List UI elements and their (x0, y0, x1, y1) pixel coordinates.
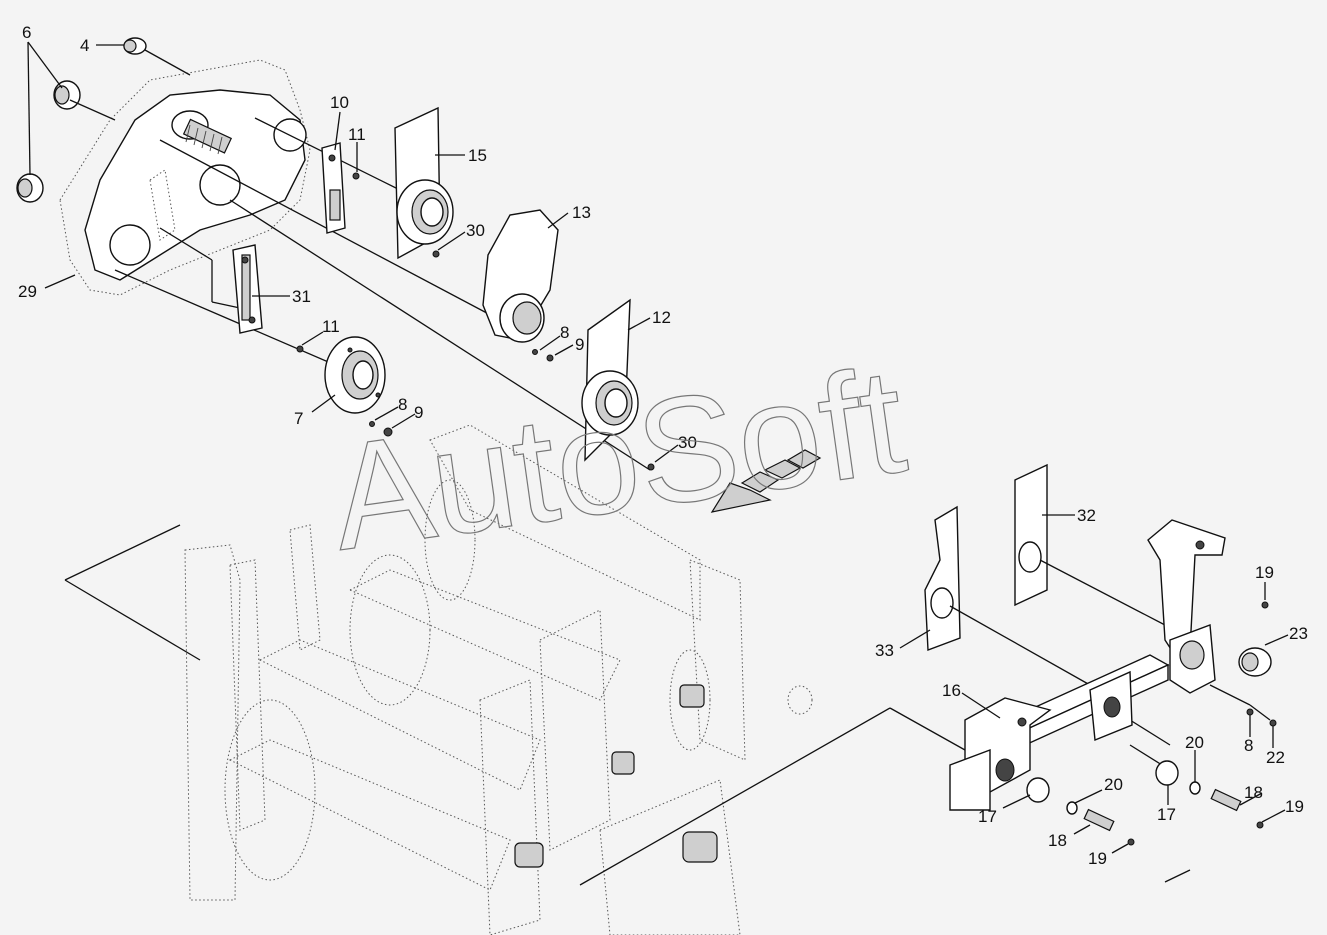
washer-8-c (1246, 708, 1254, 716)
callout-22: 22 (1266, 748, 1285, 767)
bolt-18-left (1083, 808, 1115, 832)
callout-leaders (27, 41, 1289, 854)
washer-8-b (369, 421, 375, 427)
rotor-shaft-ends (514, 684, 718, 868)
bushing-23 (1238, 647, 1272, 677)
callout-12: 12 (652, 308, 671, 327)
callout-labels: 6 4 10 11 15 30 13 29 31 11 8 9 12 7 8 9… (18, 23, 1308, 868)
callout-8-a: 8 (560, 323, 569, 342)
callout-19-left: 19 (1088, 849, 1107, 868)
callout-32: 32 (1077, 506, 1096, 525)
bolt-19-a (1261, 601, 1269, 609)
callout-33: 33 (875, 641, 894, 660)
callout-18-left: 18 (1048, 831, 1067, 850)
cover-13 (482, 209, 559, 343)
nut-6-upper (53, 80, 81, 110)
gearbox-housing (59, 59, 311, 296)
callout-30-upper: 30 (466, 221, 485, 240)
plate-10 (321, 142, 346, 234)
bolt-18-right (1210, 788, 1242, 812)
callout-20-right: 20 (1185, 733, 1204, 752)
gasket-12 (581, 298, 639, 462)
callout-17-left: 17 (978, 807, 997, 826)
gasket-15 (394, 106, 454, 260)
callout-4: 4 (80, 36, 89, 55)
callout-8-b: 8 (398, 395, 407, 414)
nut-19-right (1256, 821, 1264, 829)
washer-17-left (1026, 777, 1050, 803)
bolt-30-lower (647, 463, 655, 471)
callout-17-right: 17 (1157, 805, 1176, 824)
callout-9-b: 9 (414, 403, 423, 422)
nut-6-lower (16, 173, 44, 203)
washer-17-right (1155, 760, 1179, 786)
bolt-11-lower (296, 345, 304, 353)
nut-19-left (1127, 838, 1135, 846)
callout-19-right: 19 (1285, 797, 1304, 816)
callout-29: 29 (18, 282, 37, 301)
rotor-assembly (184, 424, 813, 935)
bolt-9-a (546, 354, 554, 362)
callout-10: 10 (330, 93, 349, 112)
callout-7: 7 (294, 409, 303, 428)
callout-19-a: 19 (1255, 563, 1274, 582)
callout-13: 13 (572, 203, 591, 222)
support-bracket (1147, 519, 1226, 694)
callout-16: 16 (942, 681, 961, 700)
callout-23: 23 (1289, 624, 1308, 643)
callout-9-a: 9 (575, 335, 584, 354)
callout-11-lower: 11 (322, 317, 340, 336)
nut-22 (1269, 719, 1277, 727)
washer-8-a (532, 349, 538, 355)
callout-20-left: 20 (1104, 775, 1123, 794)
callout-18-right: 18 (1244, 783, 1263, 802)
gasket-33 (924, 505, 961, 651)
lock-washer-20-left (1066, 801, 1078, 815)
bolt-30-upper (432, 250, 440, 258)
gasket-32 (1014, 463, 1048, 607)
direction-arrow (710, 449, 822, 513)
callout-15: 15 (468, 146, 487, 165)
bolt-11-upper (352, 172, 360, 180)
callout-6: 6 (22, 23, 31, 42)
bushing-4 (123, 37, 147, 55)
callout-31: 31 (292, 287, 311, 306)
flange-7 (324, 336, 386, 414)
threaded-stud (182, 118, 233, 155)
plate-31 (232, 244, 263, 334)
callout-11-upper: 11 (348, 125, 366, 144)
lock-washer-20-right (1189, 781, 1201, 795)
end-block-16 (949, 697, 1052, 811)
bolt-9-b (383, 427, 393, 437)
callout-8-c: 8 (1244, 736, 1253, 755)
callout-30-lower: 30 (678, 433, 697, 452)
